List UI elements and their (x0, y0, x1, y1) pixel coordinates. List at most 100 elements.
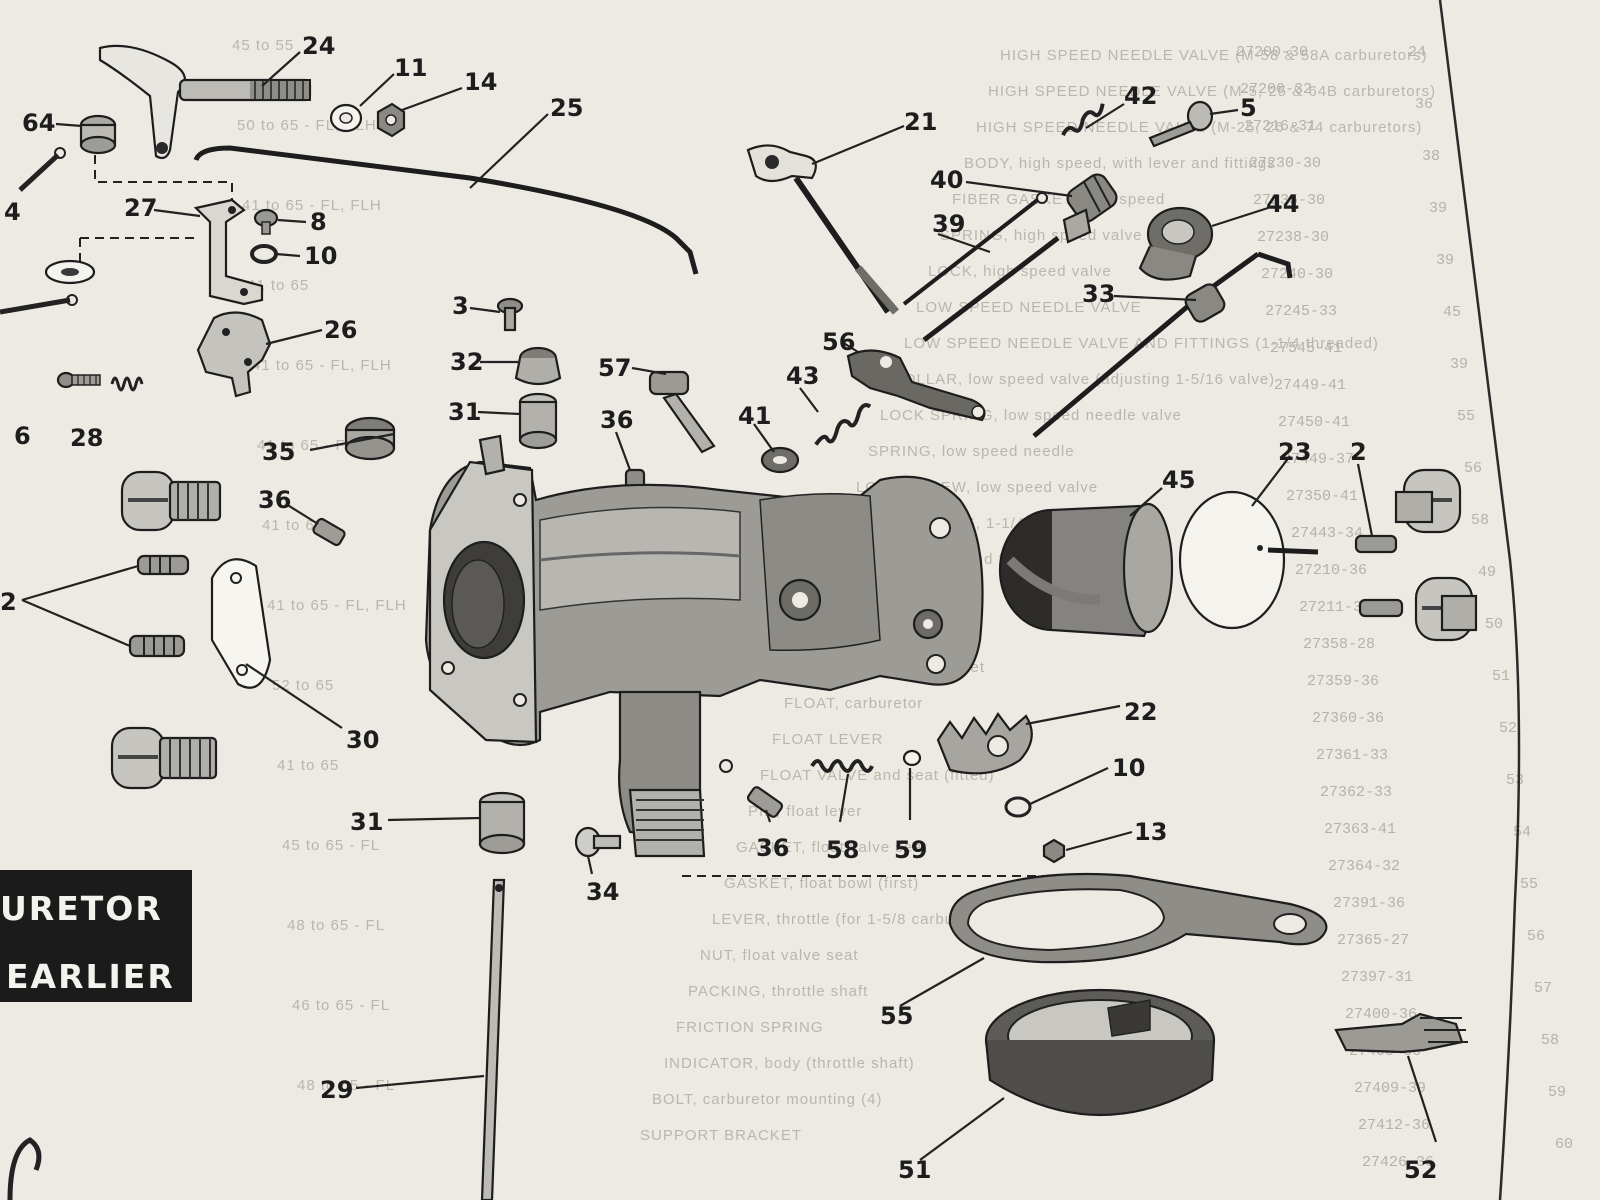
bg-ref-number: 50 (1485, 616, 1503, 633)
carburetor-body (424, 434, 984, 858)
part-13-nut (1042, 838, 1066, 864)
callout-6: 6 (14, 422, 31, 450)
part-39-needle-head (1036, 192, 1048, 204)
part-4-cotter-pin (18, 147, 66, 192)
callout-23: 23 (1278, 438, 1311, 466)
part-large-screw-left-top (120, 470, 222, 532)
bg-part-number: 27426-36 (1362, 1154, 1434, 1171)
callout-31-lower: 31 (350, 808, 383, 836)
callout-13: 13 (1134, 818, 1167, 846)
callout-42: 42 (1124, 82, 1157, 110)
bg-part-number: 27397-31 (1341, 969, 1413, 986)
part-22-float-lever (936, 712, 1033, 775)
callout-35: 35 (262, 438, 295, 466)
part-44-valve-body (1138, 206, 1214, 281)
callout-36-center: 36 (600, 406, 633, 434)
part-26-throttle-stop (196, 311, 272, 398)
callout-8: 8 (310, 208, 327, 236)
part-42-spring (1061, 103, 1105, 137)
part-51-float-bowl (984, 988, 1216, 1117)
bg-description: LOCK, high speed valve (928, 263, 1112, 280)
bg-description: GASKET, float valve seat (736, 839, 928, 856)
bg-model: 46 to 65 - FL (292, 997, 390, 1014)
bg-model: 45 to 55 (232, 37, 294, 54)
bg-description: GASKET, float bowl (first) (724, 875, 919, 892)
bg-part-number: 27230-30 (1249, 155, 1321, 172)
callout-58: 58 (826, 836, 859, 864)
bg-model: 48 to 65 - FL (297, 1077, 395, 1094)
bg-ref-number: 55 (1457, 408, 1475, 425)
bg-description: FLOAT LEVER (772, 731, 883, 748)
bg-ref-number: 51 (1492, 668, 1510, 685)
callout-30: 30 (346, 726, 379, 754)
bg-part-number: 27409-39 (1354, 1080, 1426, 1097)
part-large-screw-right-top (1394, 468, 1462, 534)
bg-part-number: 27216-31 (1244, 118, 1316, 135)
part-36-setscrew-c (746, 786, 784, 818)
bg-part-number: 27443-34 (1291, 525, 1363, 542)
part-58-spring (810, 759, 874, 773)
part-29-throttle-shaft (480, 878, 506, 1200)
part-2-screw-left-a (136, 554, 190, 576)
callout-28: 28 (70, 424, 103, 452)
bg-description: BODY, high speed, with lever and fitting… (964, 155, 1276, 172)
callout-4: 4 (4, 198, 21, 226)
bg-ref-number: 24 (1408, 44, 1426, 61)
bg-model: 41 to 65 - FL, FLH (252, 357, 392, 374)
bg-ref-number: 45 (1443, 304, 1461, 321)
callout-34: 34 (586, 878, 619, 906)
part-partial-clip (7, 1137, 42, 1200)
bg-part-number: 27545-41 (1270, 340, 1342, 357)
bg-part-number: 27210-36 (1295, 562, 1367, 579)
bg-ref-number: 54 (1513, 824, 1531, 841)
callout-leaders (21, 51, 1438, 1161)
part-10-lock-washer (250, 244, 278, 264)
callout-56: 56 (822, 328, 855, 356)
bg-part-number: 27364-32 (1328, 858, 1400, 875)
bg-model: 52 to 65 (272, 677, 334, 694)
callout-39: 39 (932, 210, 965, 238)
part-39-needle (902, 196, 1042, 306)
part-31-bushing-lower (478, 791, 526, 855)
bg-part-number: 27450-41 (1278, 414, 1350, 431)
bg-part-number: 27358-28 (1303, 636, 1375, 653)
bg-description: BOLT, carburetor mounting (4) (652, 1091, 882, 1108)
callout-3: 3 (452, 292, 469, 320)
bg-ref-number: 38 (1422, 148, 1440, 165)
callout-27: 27 (124, 194, 157, 222)
part-64-cap (79, 114, 117, 155)
bg-description: SUPPORT BRACKET (640, 1127, 802, 1144)
bg-description: INDICATOR, body (throttle shaft) (664, 1055, 915, 1072)
bg-model: 41 to 65 - FL, FLH (242, 197, 382, 214)
bg-description: PACKING, throttle shaft (688, 983, 868, 1000)
bg-ref-number: 58 (1471, 512, 1489, 529)
dashed-guide-27-9 (79, 237, 200, 268)
bg-part-number: 27200-30 (1236, 44, 1308, 61)
bg-description: LOCK SPRING, low speed needle valve (880, 407, 1182, 424)
callout-26: 26 (324, 316, 357, 344)
bg-description: SPRING, high speed valve (940, 227, 1142, 244)
bg-ref-number: 57 (1534, 980, 1552, 997)
bg-ref-number: 52 (1499, 720, 1517, 737)
part-2-screw-right-b (1358, 598, 1404, 618)
bg-ref-number: 56 (1527, 928, 1545, 945)
bg-part-number: 27362-33 (1320, 784, 1392, 801)
part-57-screw (648, 370, 716, 454)
bg-part-number: 27245-33 (1265, 303, 1337, 320)
bg-description: NUT, float valve seat (700, 947, 859, 964)
part-2-screw-right-a (1354, 534, 1398, 554)
banner-line-1: URETOR (0, 889, 163, 928)
bg-part-number: 27361-33 (1316, 747, 1388, 764)
bg-part-number: 27360-36 (1312, 710, 1384, 727)
callout-36-lower: 36 (756, 834, 789, 862)
bg-part-number: 27400-36 (1345, 1006, 1417, 1023)
part-3-screw (496, 297, 524, 332)
bg-ref-number: 60 (1555, 1136, 1573, 1153)
callout-22: 22 (1124, 698, 1157, 726)
bg-part-number: 27449-41 (1274, 377, 1346, 394)
callout-29: 29 (320, 1076, 353, 1104)
part-30-gasket (210, 558, 272, 689)
bg-description: COLLAR, low speed valve (adjusting 1-5/1… (892, 371, 1275, 388)
bg-description: LEVER, throttle (for 1-5/8 carburetor) (712, 911, 996, 928)
